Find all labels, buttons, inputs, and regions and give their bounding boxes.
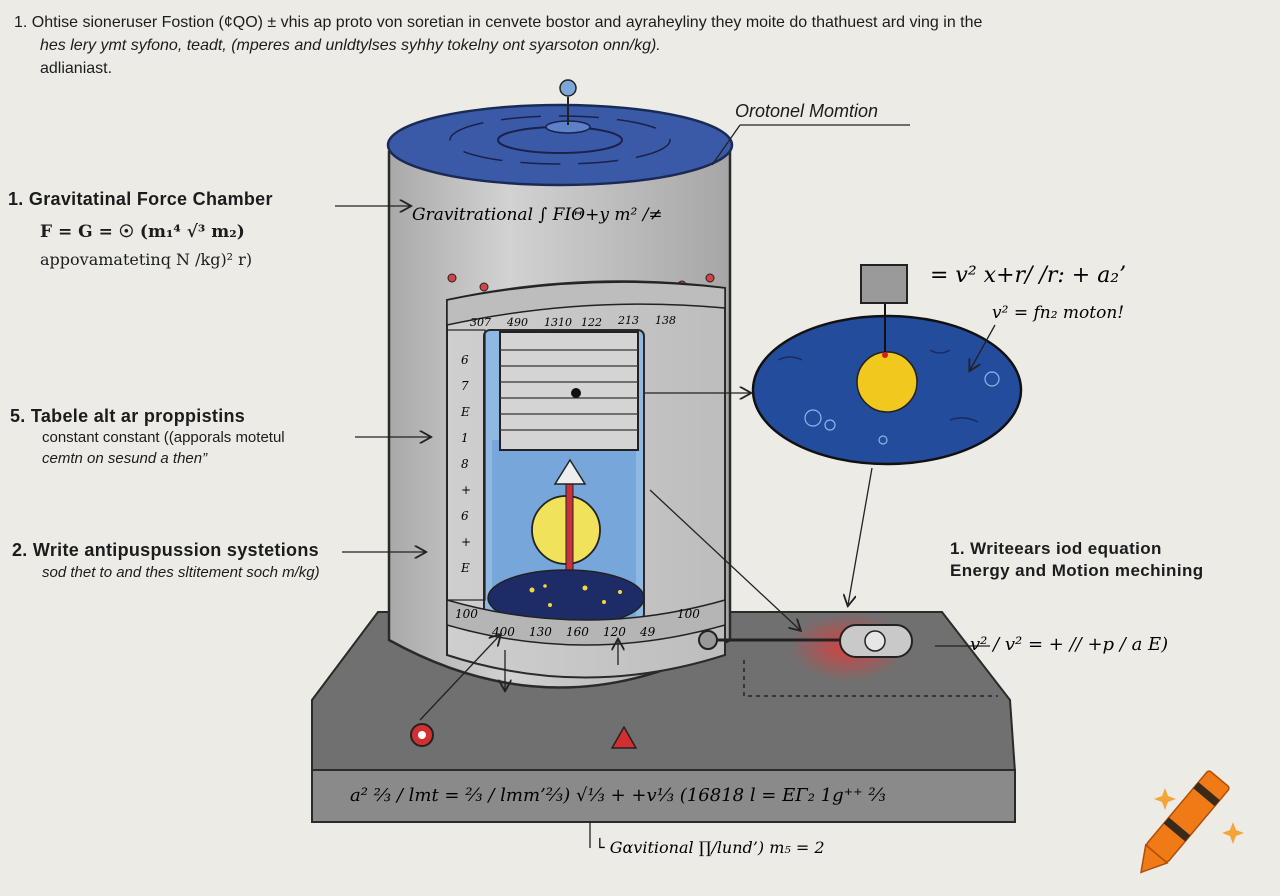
side-scale-number: +: [461, 535, 471, 549]
base-formula: a² ⅔ / lmt = ²⁄₃ / lmm’²⁄₃) √⅓ + +v⅓ (16…: [350, 785, 886, 806]
inner-chamber: [446, 280, 726, 679]
energy-line-2: Energy and Motion mechining: [950, 561, 1204, 580]
side-scale-number: E: [460, 405, 470, 419]
caption: └ Gɑvitional ∏/lund’) m₅ = 2: [595, 837, 825, 857]
top-scale-number: 490: [506, 316, 528, 329]
bottom-scale-number: 49: [639, 625, 656, 639]
cylinder-equation: Gravitrational ∫ FIΘ+y m² /≠: [412, 205, 663, 225]
top-scale-number: 122: [581, 316, 602, 329]
top-scale-number: 138: [655, 314, 676, 327]
table-line-1: constant constant ((apporals motetul: [42, 429, 285, 446]
right-equation-2: v² = fn₂ moton!: [992, 303, 1124, 323]
chamber-formula: F = G = ☉ (m₁⁴ √³ m₂): [40, 222, 245, 242]
leader-lines: [335, 124, 996, 848]
right-equation-1: = v² x+r/ /r: + a₂’: [930, 263, 1126, 288]
motion-fraction: v² / v² = + // +p / a E): [970, 634, 1168, 655]
bottom-scale-number: 130: [529, 625, 552, 639]
side-scale-number: 8: [461, 457, 469, 471]
orbital-motion-label: Orotonel Momtion: [735, 101, 879, 121]
chamber-note: appovamatetinq N /kg)² r): [40, 250, 253, 269]
bottom-scale-number: 120: [603, 625, 626, 639]
bottom-scale-number: 400: [491, 625, 515, 639]
bottom-scale-number: 100: [455, 607, 478, 621]
side-scale-number: +: [461, 483, 471, 497]
crayon-logo-icon: [1140, 770, 1230, 874]
warning-triangle-icon: [610, 725, 638, 749]
side-scale-number: 6: [461, 353, 469, 367]
table-title: 5. Tabele alt ar proppistins: [10, 406, 246, 426]
table-line-2: cemtn on sesund a then”: [42, 450, 208, 467]
chamber-title: 1. Gravitatinal Force Chamber: [8, 189, 273, 209]
side-scale-number: 7: [461, 379, 469, 393]
bottom-scale-number: 100: [677, 607, 700, 621]
glow-capsule: [698, 613, 913, 681]
write-line-1: sod thet to and thes sltitement soch m/k…: [42, 564, 320, 581]
water-surface: [386, 103, 734, 187]
top-scale-number: 213: [617, 314, 639, 327]
side-scale-numbers: 6 7E 1 8 +6 + E: [460, 353, 471, 575]
header-line-3: adlianiast.: [40, 60, 113, 77]
side-scale-number: 6: [461, 509, 469, 523]
orbit-disk: [751, 264, 1023, 466]
header-line-2: hes lery ymt syfono, teadt, (mperes and …: [40, 37, 661, 54]
header-line-1: 1. Ohtise sioneruser Fostion (¢QO) ± vhi…: [14, 14, 983, 31]
top-scale-number: 307: [470, 316, 491, 329]
energy-line-1: 1. Writeears iod equation: [950, 539, 1162, 558]
bottom-scale-number: 160: [566, 625, 589, 639]
side-scale-number: 1: [461, 431, 469, 445]
top-scale-number: 1310: [544, 316, 572, 329]
write-title: 2. Write antipuspussion systetions: [12, 540, 319, 560]
side-scale-number: E: [460, 561, 470, 575]
top-scale-numbers: 307 490 1310 122 213 138: [470, 314, 676, 329]
